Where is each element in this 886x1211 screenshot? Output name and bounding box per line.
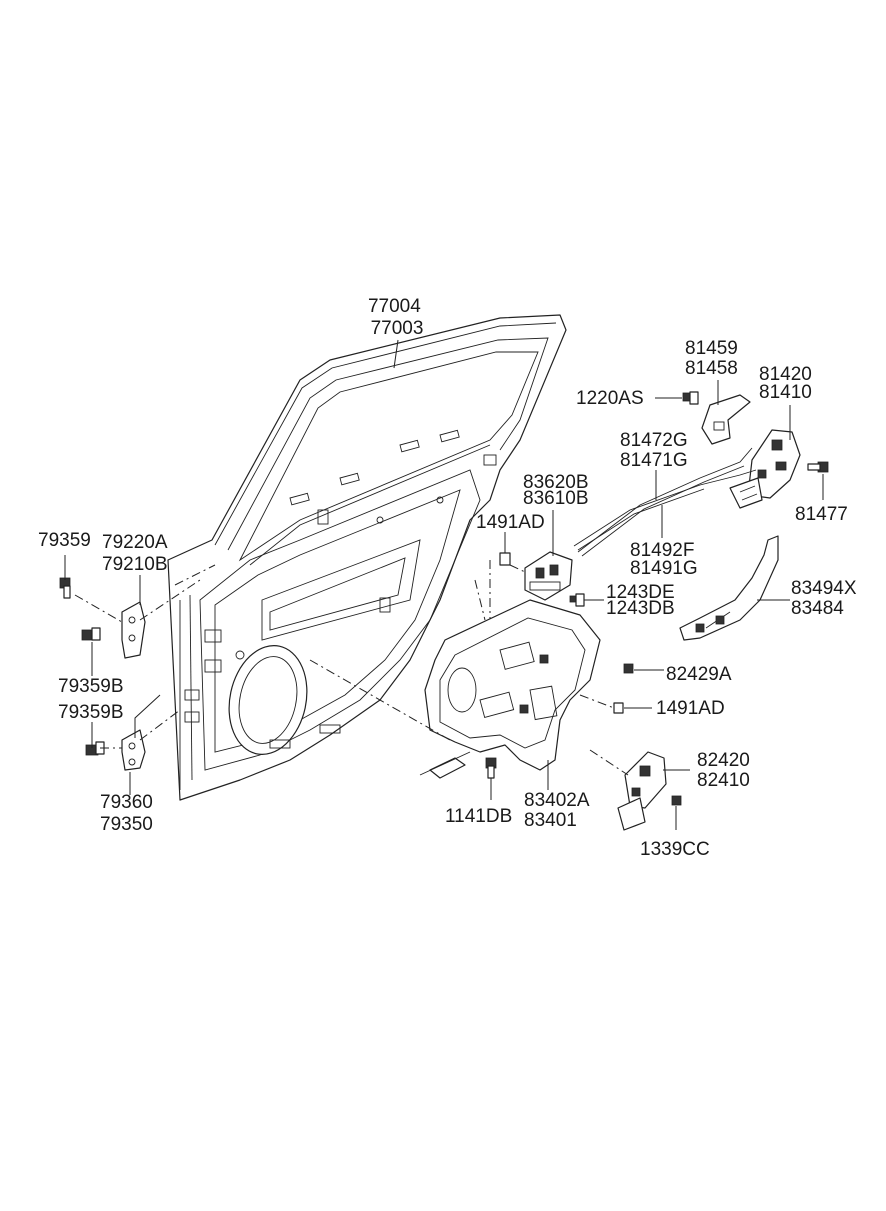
label-rod-upper: 81472G 81471G (620, 430, 693, 471)
label-handle-bracket: 83620B 83610B (523, 472, 594, 509)
label-screw-1243: 1243DE 1243DB (606, 582, 680, 619)
bolt-1141 (485, 757, 497, 779)
label-bolt-1141: 1141DB (445, 806, 512, 827)
label-rod-lower: 81492F 81491G (630, 540, 700, 579)
clip-right (613, 702, 624, 714)
label-upper-hinge: 79220A 79210B (102, 532, 172, 575)
label-bolt-1339: 1339CC (640, 839, 710, 860)
lower-hinge (121, 729, 146, 771)
label-screw-81477: 81477 (795, 504, 848, 525)
label-screw-1220: 1220AS (576, 388, 644, 409)
door-latch (729, 429, 801, 509)
upper-hinge (121, 601, 146, 659)
label-regulator: 83402A 83401 (524, 790, 594, 831)
label-door-panel: 77004 77003 (368, 296, 426, 339)
clip-left (499, 552, 511, 566)
screw-81477 (807, 461, 829, 473)
label-glass-run: 83494X 83484 (791, 578, 862, 619)
screw-1243 (569, 593, 585, 607)
label-lower-hinge: 79360 79350 (100, 792, 158, 835)
label-inside-handle: 81459 81458 (685, 338, 743, 379)
window-regulator (419, 599, 601, 779)
label-nut-82429: 82429A (666, 664, 732, 685)
label-regulator-motor: 82420 82410 (697, 750, 755, 791)
screw-1220 (682, 391, 699, 405)
handle-bracket (524, 551, 573, 601)
label-clip-right: 1491AD (656, 698, 725, 719)
hinge-bolt-top (59, 577, 71, 599)
regulator-motor (617, 751, 667, 831)
label-hinge-bolt-b-bottom: 79359B (58, 702, 124, 723)
rod-upper (577, 447, 753, 557)
nut-82429 (623, 663, 634, 674)
hinge-bolt-b-top (81, 627, 101, 641)
door-panel (167, 314, 567, 801)
glass-run-channel (679, 535, 779, 641)
bolt-1339 (671, 795, 682, 806)
rod-lower (573, 469, 757, 551)
inside-handle (701, 394, 751, 445)
label-clip-left: 1491AD (476, 512, 545, 533)
label-latch: 81420 81410 (759, 364, 817, 403)
label-hinge-bolt-top: 79359 (38, 530, 91, 551)
label-hinge-bolt-b-top: 79359B (58, 676, 124, 697)
